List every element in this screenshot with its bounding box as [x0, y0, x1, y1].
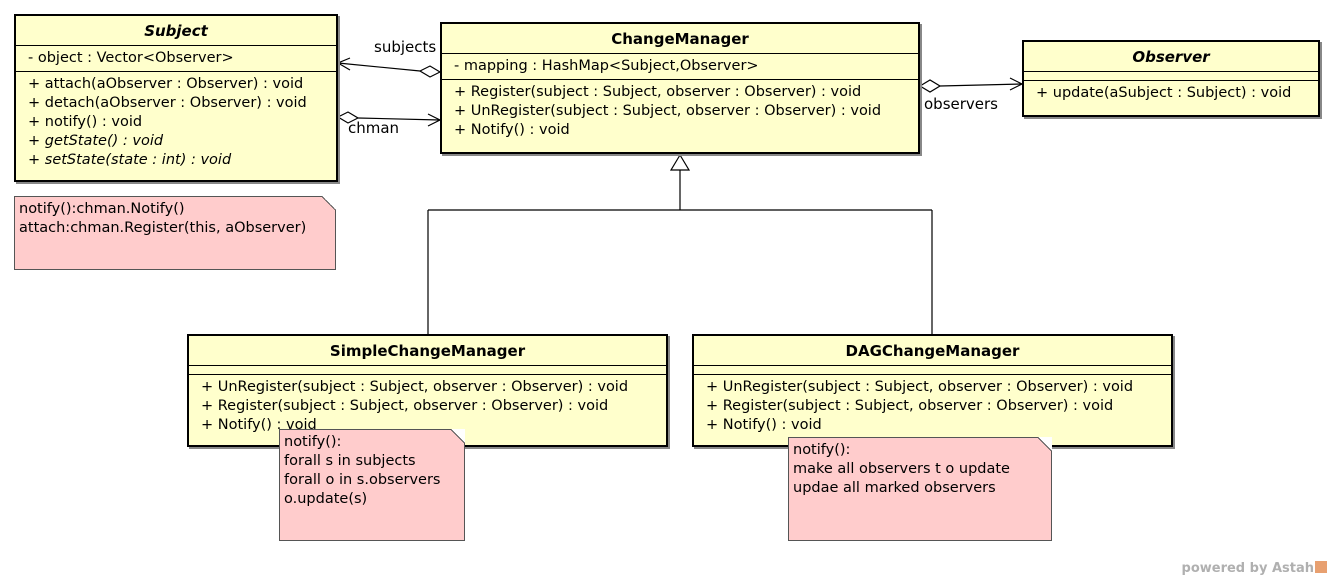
note-line: make all observers t o update	[793, 461, 1010, 477]
attributes-compartment	[694, 366, 1171, 375]
operations-compartment: + attach(aObserver : Observer) : void + …	[16, 72, 336, 173]
attribute: - object : Vector<Observer>	[28, 50, 234, 66]
operation: + Register(subject : Subject, observer :…	[454, 84, 862, 100]
label-subjects: subjects	[374, 38, 437, 56]
operation: + UnRegister(subject : Subject, observer…	[454, 103, 882, 119]
astah-logo-icon	[1315, 561, 1327, 573]
class-name: Observer	[1024, 42, 1318, 72]
label-observers: observers	[924, 95, 998, 113]
operation-abstract: + setState(state : int) : void	[28, 152, 232, 168]
note-line: updae all marked observers	[793, 480, 996, 496]
class-name: ChangeManager	[442, 24, 918, 54]
operation: + update(aSubject : Subject) : void	[1036, 85, 1292, 101]
class-name: Subject	[16, 16, 336, 46]
note-line: notify():chman.Notify()	[19, 201, 185, 217]
note-fold-icon	[322, 196, 336, 210]
operation: + Notify() : void	[454, 122, 570, 138]
class-subject[interactable]: Subject - object : Vector<Observer> + at…	[14, 14, 338, 182]
class-dag-change-manager[interactable]: DAGChangeManager + UnRegister(subject : …	[692, 334, 1173, 447]
note-line: forall s in subjects	[284, 453, 416, 469]
brand-watermark: powered by Astah	[1182, 561, 1327, 576]
note-simple-change-manager[interactable]: notify(): forall s in subjects forall o …	[279, 429, 465, 541]
note-subject[interactable]: notify():chman.Notify() attach:chman.Reg…	[14, 196, 336, 270]
attributes-compartment	[189, 366, 666, 375]
operation: + Register(subject : Subject, observer :…	[706, 398, 1114, 414]
operations-compartment: + update(aSubject : Subject) : void	[1024, 81, 1318, 106]
operations-compartment: + UnRegister(subject : Subject, observer…	[694, 375, 1171, 438]
note-dag-change-manager[interactable]: notify(): make all observers t o update …	[788, 437, 1052, 541]
note-line: attach:chman.Register(this, aObserver)	[19, 220, 307, 236]
class-observer[interactable]: Observer + update(aSubject : Subject) : …	[1022, 40, 1320, 117]
operation: + detach(aObserver : Observer) : void	[28, 95, 307, 111]
operation: + UnRegister(subject : Subject, observer…	[201, 379, 629, 395]
note-line: notify():	[793, 442, 851, 458]
operation: + UnRegister(subject : Subject, observer…	[706, 379, 1134, 395]
class-name: SimpleChangeManager	[189, 336, 666, 366]
operation: + notify() : void	[28, 114, 143, 130]
operations-compartment: + Register(subject : Subject, observer :…	[442, 80, 918, 143]
attributes-compartment: - mapping : HashMap<Subject,Observer>	[442, 54, 918, 80]
attribute: - mapping : HashMap<Subject,Observer>	[454, 58, 759, 74]
note-line: forall o in s.observers	[284, 472, 441, 488]
note-fold-icon	[451, 429, 465, 443]
class-simple-change-manager[interactable]: SimpleChangeManager + UnRegister(subject…	[187, 334, 668, 447]
operation: + Register(subject : Subject, observer :…	[201, 398, 609, 414]
note-fold-icon	[1038, 437, 1052, 451]
note-line: notify():	[284, 434, 342, 450]
class-name: DAGChangeManager	[694, 336, 1171, 366]
operation-abstract: + getState() : void	[28, 133, 164, 149]
generalization-connector	[427, 153, 933, 334]
label-chman: chman	[348, 119, 400, 137]
association-chman	[336, 111, 442, 127]
association-subjects	[336, 57, 442, 78]
operation: + attach(aObserver : Observer) : void	[28, 76, 304, 92]
operation: + Notify() : void	[706, 417, 822, 433]
brand-text: powered by Astah	[1181, 561, 1314, 576]
attributes-compartment	[1024, 72, 1318, 81]
association-observers	[918, 77, 1024, 93]
class-change-manager[interactable]: ChangeManager - mapping : HashMap<Subjec…	[440, 22, 920, 154]
note-line: o.update(s)	[284, 491, 368, 507]
attributes-compartment: - object : Vector<Observer>	[16, 46, 336, 72]
